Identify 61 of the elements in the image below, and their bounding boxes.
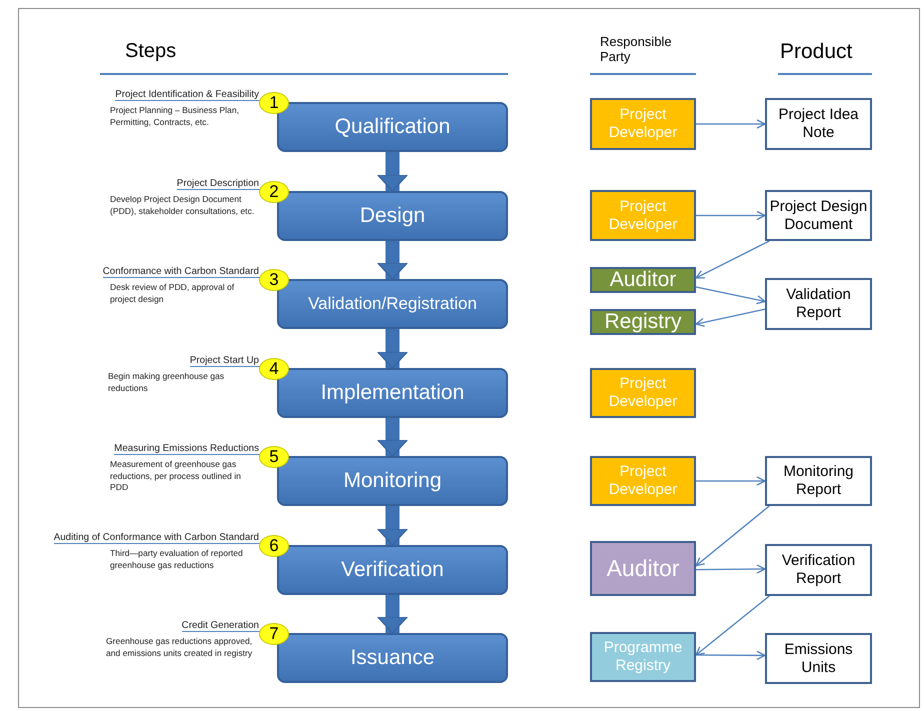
party-box: Auditor: [590, 541, 696, 596]
arrow: [696, 564, 766, 574]
process-box: Monitoring: [277, 456, 508, 506]
block-arrow: [377, 506, 408, 546]
step-heading: Conformance with Carbon Standard: [102, 266, 261, 278]
number-badge: 3: [259, 269, 289, 291]
arrow: [695, 596, 770, 656]
arrow: [695, 240, 770, 279]
arrow: [695, 506, 770, 566]
party-box: Auditor: [590, 267, 696, 293]
party-box: Registry: [590, 309, 696, 335]
step-heading: Auditing of Conformance with Carbon Standard: [54, 532, 261, 544]
process-box: Verification: [277, 545, 508, 595]
arrow: [696, 476, 766, 486]
step-heading: Credit Generation: [182, 620, 261, 632]
product-box: Project Design Document: [765, 190, 872, 241]
step-heading: Project Description: [176, 178, 261, 190]
block-arrow: [377, 418, 408, 456]
step-description: Desk review of PDD, approval of project design: [110, 282, 236, 306]
product-box: Validation Report: [765, 278, 872, 330]
product-box: Monitoring Report: [765, 456, 872, 506]
party-box: Project Developer: [590, 456, 696, 506]
step-description: Measurement of greenhouse gas reductions, per process outlined in PDD: [110, 459, 242, 494]
party-box: Project Developer: [590, 98, 696, 150]
arrow: [696, 650, 766, 660]
number-badge: 6: [259, 535, 289, 557]
party-box: Project Developer: [590, 190, 696, 241]
number-badge: 5: [259, 446, 289, 468]
column-heading: Steps: [125, 40, 176, 63]
number-badge: 4: [259, 358, 289, 380]
arrow: [695, 308, 766, 327]
block-arrow: [377, 241, 408, 280]
process-box: Issuance: [277, 633, 508, 683]
arrow: [696, 286, 766, 304]
arrow: [696, 210, 766, 220]
step-heading: Project Start Up: [190, 355, 261, 367]
block-arrow: [377, 152, 408, 192]
block-arrow: [377, 329, 408, 368]
step-heading: Measuring Emissions Reductions: [114, 443, 261, 455]
step-heading: Project Identification & Feasibility: [115, 89, 261, 101]
step-description: Greenhouse gas reductions approved, and emissions units created in registry: [106, 636, 254, 660]
column-heading: Product: [780, 40, 852, 64]
process-box: Validation/Registration: [277, 279, 508, 329]
column-heading: Responsible Party: [600, 34, 673, 64]
process-box: Implementation: [277, 368, 508, 418]
process-box: Design: [277, 191, 508, 241]
process-box: Qualification: [277, 102, 508, 152]
product-box: Project Idea Note: [765, 98, 872, 150]
number-badge: 7: [259, 623, 289, 645]
party-box: Project Developer: [590, 368, 696, 418]
number-badge: 1: [259, 92, 289, 114]
step-description: Project Planning – Business Plan, Permitting, Contracts, etc.: [110, 105, 240, 128]
step-description: Develop Project Design Document (PDD), stakeholder consultations, etc.: [110, 194, 256, 218]
step-description: Third—party evaluation of reported greenhouse gas reductions: [110, 548, 244, 572]
number-badge: 2: [259, 181, 289, 203]
arrow: [696, 119, 766, 129]
block-arrow: [377, 595, 408, 634]
product-box: Verification Report: [765, 544, 872, 596]
party-box: Programme Registry: [590, 632, 696, 682]
product-box: Emissions Units: [765, 633, 872, 684]
step-description: Begin making greenhouse gas reductions: [108, 371, 226, 394]
